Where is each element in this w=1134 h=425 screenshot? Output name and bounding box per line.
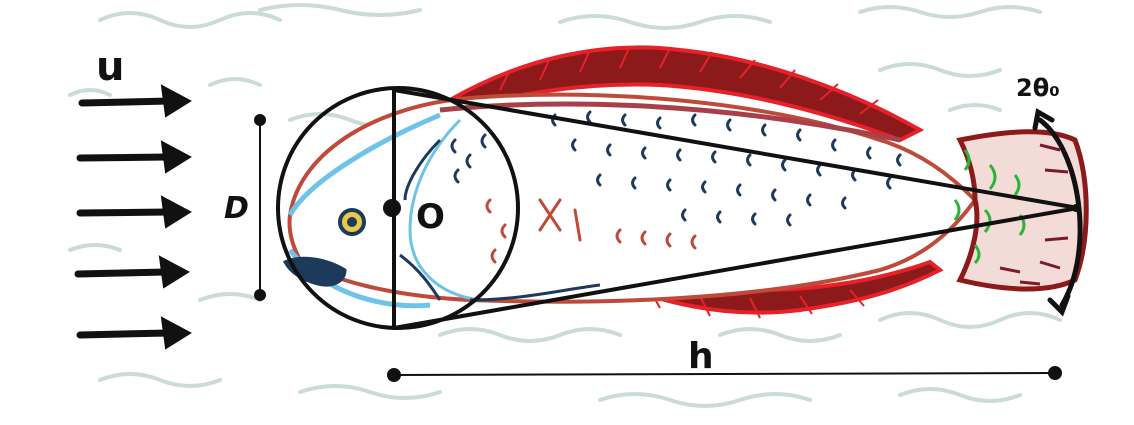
center-dot xyxy=(383,199,401,217)
flow-arrow xyxy=(76,140,192,174)
flow-velocity-label: u xyxy=(96,44,124,90)
flow-arrow xyxy=(74,255,190,289)
diameter-label: D xyxy=(224,191,249,226)
tail-angle-label: 2θ₀ xyxy=(1016,74,1060,102)
red-scales xyxy=(485,198,697,264)
water-waves xyxy=(68,3,1062,408)
fish-body xyxy=(287,92,978,304)
flow-arrow xyxy=(76,195,192,229)
length-label: h xyxy=(688,336,714,377)
fish-eye xyxy=(338,208,366,236)
flow-arrow xyxy=(78,84,192,118)
diameter-dimension xyxy=(254,114,266,301)
dorsal-fin xyxy=(446,45,925,143)
center-label: O xyxy=(416,197,445,237)
tail-angle-arc xyxy=(1032,108,1083,317)
flow-arrows xyxy=(74,84,192,350)
flow-arrow xyxy=(76,316,192,350)
length-dimension xyxy=(387,366,1062,382)
tail-fin xyxy=(953,129,1089,292)
